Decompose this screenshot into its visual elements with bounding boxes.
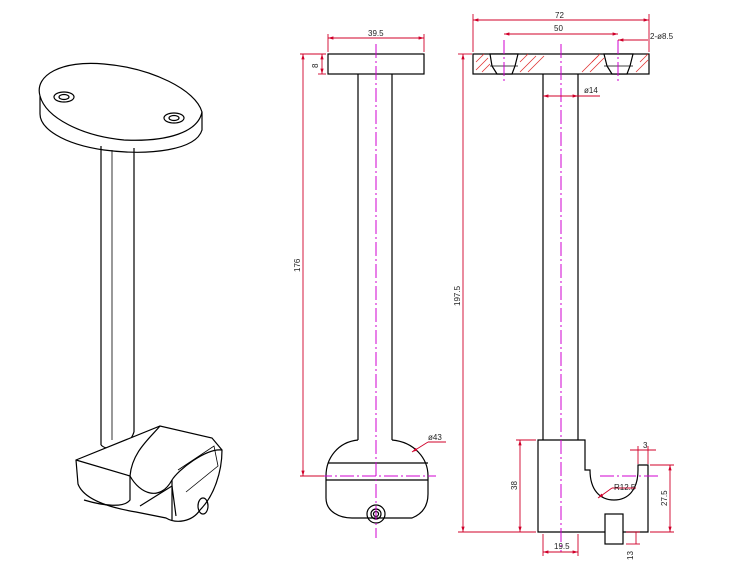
dim-radius	[597, 487, 613, 499]
side-clip-body	[537, 439, 649, 533]
side-view: 72 50 2-ø8.5 ø14 197.5 38 19.5 R12.5 3 2…	[453, 11, 674, 560]
iso-clip-hole	[197, 497, 209, 515]
dim-plate-thickness-label: 8	[311, 63, 320, 68]
front-clip-head	[325, 439, 429, 519]
dim-total-width-label: 72	[555, 11, 564, 20]
side-clip-tab	[604, 513, 624, 545]
dim-tab-height-label: 13	[626, 551, 635, 560]
iso-hole-right	[163, 112, 185, 124]
dim-tube-diameter-label: ø14	[584, 86, 598, 95]
dim-lip-thickness-label: 3	[643, 441, 648, 450]
dim-clip-width-label: 19.5	[554, 542, 570, 551]
dim-head-diameter-label: ø43	[428, 433, 442, 442]
dim-total-height-label: 197.5	[453, 285, 462, 306]
iso-clip-body	[75, 425, 223, 522]
dim-clip-height-label: 38	[510, 481, 519, 490]
dim-lip-height-label: 27.5	[660, 490, 669, 506]
iso-base-plate	[38, 62, 203, 153]
dim-hole-spacing-label: 50	[554, 24, 563, 33]
section-hatching	[475, 53, 649, 73]
dim-front-height-label: 176	[293, 258, 302, 272]
dim-holes-label: 2-ø8.5	[650, 32, 674, 41]
isometric-view	[38, 62, 223, 522]
front-view: 39.5 8 176 ø43	[293, 29, 446, 538]
dim-head-diameter	[411, 441, 429, 453]
dim-radius-label: R12.5	[614, 483, 636, 492]
iso-plate-edge	[39, 95, 203, 141]
dim-front-width-label: 39.5	[368, 29, 384, 38]
iso-hole-left	[53, 91, 75, 103]
